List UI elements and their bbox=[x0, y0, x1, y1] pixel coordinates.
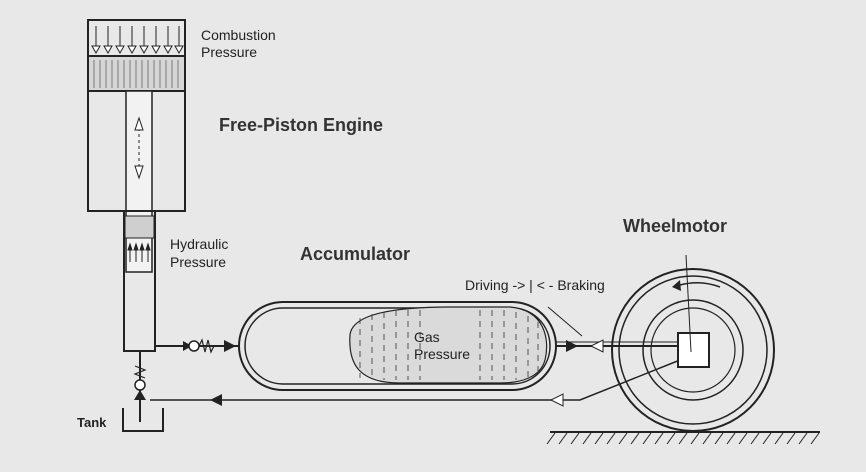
piston-hatch bbox=[93, 60, 179, 88]
wheelmotor-pointer bbox=[685, 254, 692, 353]
tank-label: Tank bbox=[77, 415, 107, 430]
free-piston-engine bbox=[87, 19, 186, 352]
gas-bladder bbox=[349, 306, 548, 384]
hydraulic-piston bbox=[124, 215, 155, 239]
tank-assembly bbox=[122, 351, 164, 432]
return-arrow-driving bbox=[210, 394, 222, 406]
braking-arrow bbox=[589, 339, 604, 353]
check-valve-arrow bbox=[183, 341, 192, 351]
tank-valve-arrow bbox=[134, 390, 146, 400]
accumulator bbox=[238, 301, 557, 391]
wheel-tire bbox=[618, 275, 768, 425]
ground bbox=[546, 431, 820, 445]
check-valve-ball bbox=[188, 340, 200, 352]
gas-label-line2: Pressure bbox=[414, 346, 470, 362]
combustion-pressure-arrows bbox=[91, 26, 184, 55]
wheel-hub bbox=[650, 307, 736, 393]
return-arrow-braking bbox=[549, 393, 564, 407]
tank-valve-ball bbox=[134, 379, 146, 391]
rotation-arc bbox=[679, 282, 721, 288]
gas-label-line1: Gas bbox=[414, 329, 440, 345]
pointer-line bbox=[547, 306, 583, 337]
piston-motion-arrow bbox=[134, 116, 144, 180]
driving-arrow bbox=[566, 340, 578, 352]
hydraulic-pressure-arrows bbox=[127, 242, 151, 262]
wheel-rim bbox=[642, 299, 744, 401]
accumulator-inner bbox=[244, 307, 551, 385]
wheelmotor bbox=[611, 254, 775, 432]
supply-line bbox=[155, 338, 240, 354]
driving-braking-label: Driving -> | < - Braking bbox=[465, 277, 605, 293]
piston-head bbox=[87, 55, 186, 92]
rotation-arrow-icon bbox=[672, 280, 681, 291]
motor-block bbox=[677, 332, 710, 368]
hydraulic-label-line2: Pressure bbox=[170, 254, 226, 270]
accumulator-outer bbox=[238, 301, 557, 391]
combustion-label-line2: Pressure bbox=[201, 44, 257, 60]
return-line bbox=[150, 359, 681, 407]
accumulator-label: Accumulator bbox=[300, 244, 410, 264]
check-valve-spring bbox=[198, 338, 215, 354]
motor-line bbox=[547, 306, 680, 353]
tank-valve-spring bbox=[133, 365, 147, 379]
combustion-chamber bbox=[87, 19, 186, 57]
tank bbox=[122, 408, 164, 432]
gas-hatch bbox=[359, 310, 539, 380]
flow-arrow-in bbox=[224, 340, 236, 352]
hydraulic-label-line1: Hydraulic bbox=[170, 236, 228, 252]
combustion-label-line1: Combustion bbox=[201, 27, 276, 43]
wheelmotor-label: Wheelmotor bbox=[623, 216, 727, 236]
engine-label: Free-Piston Engine bbox=[219, 115, 383, 135]
